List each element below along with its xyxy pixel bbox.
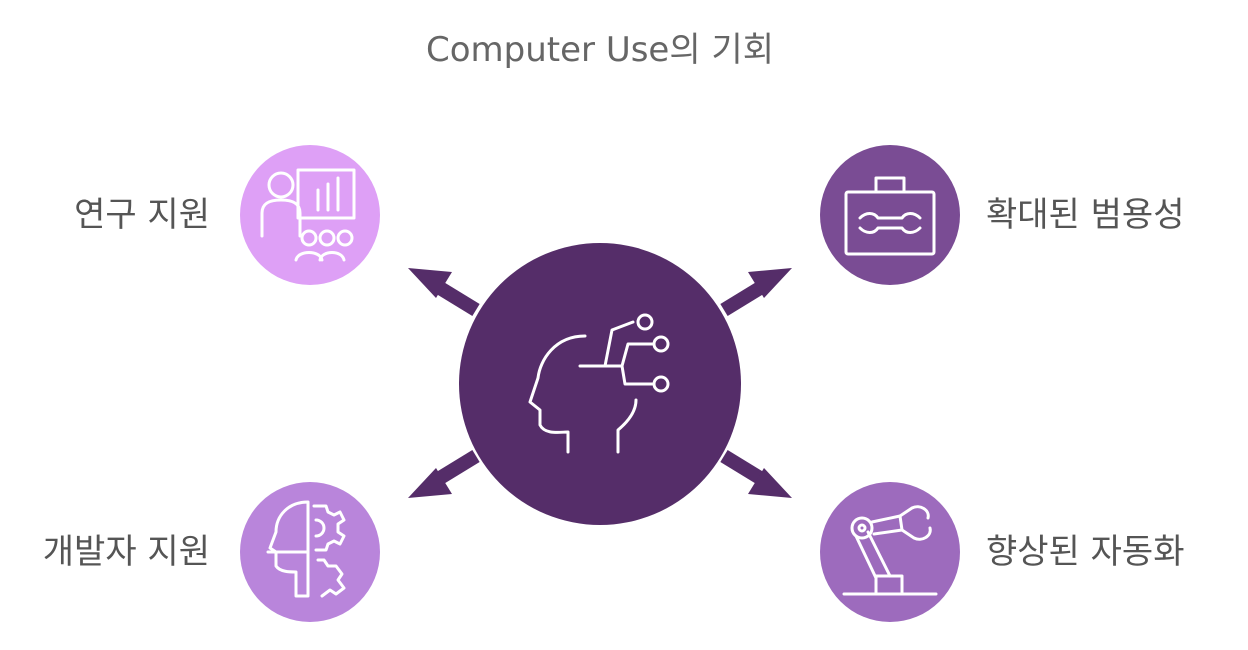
node-research-support [240, 145, 380, 285]
label-expanded-versatility: 확대된 범용성 [986, 195, 1185, 235]
node-circle-developer [240, 482, 380, 622]
node-developer-support [240, 482, 380, 622]
robotic-arm-icon [842, 505, 938, 596]
node-circle-research [240, 145, 380, 285]
toolbox-wrench-icon [844, 176, 936, 256]
arrow-top-right [720, 268, 792, 316]
diagram-title: Computer Use의 기회 [426, 30, 774, 70]
node-circle-versatility [820, 145, 960, 285]
arrow-bottom-left [408, 450, 480, 498]
label-research-support: 연구 지원 [74, 195, 210, 235]
head-gear-icon [266, 500, 346, 598]
center-circle [459, 243, 741, 525]
node-expanded-versatility [820, 145, 960, 285]
arrow-top-left [408, 268, 480, 316]
presentation-chart-icon [260, 168, 356, 262]
node-circle-automation [820, 482, 960, 622]
ai-brain-icon [528, 313, 670, 454]
label-developer-support: 개발자 지원 [42, 532, 210, 572]
arrows [408, 268, 792, 498]
node-improved-automation [820, 482, 960, 622]
arrow-bottom-right [720, 450, 792, 498]
center-node [459, 243, 741, 525]
label-improved-automation: 향상된 자동화 [986, 532, 1185, 572]
